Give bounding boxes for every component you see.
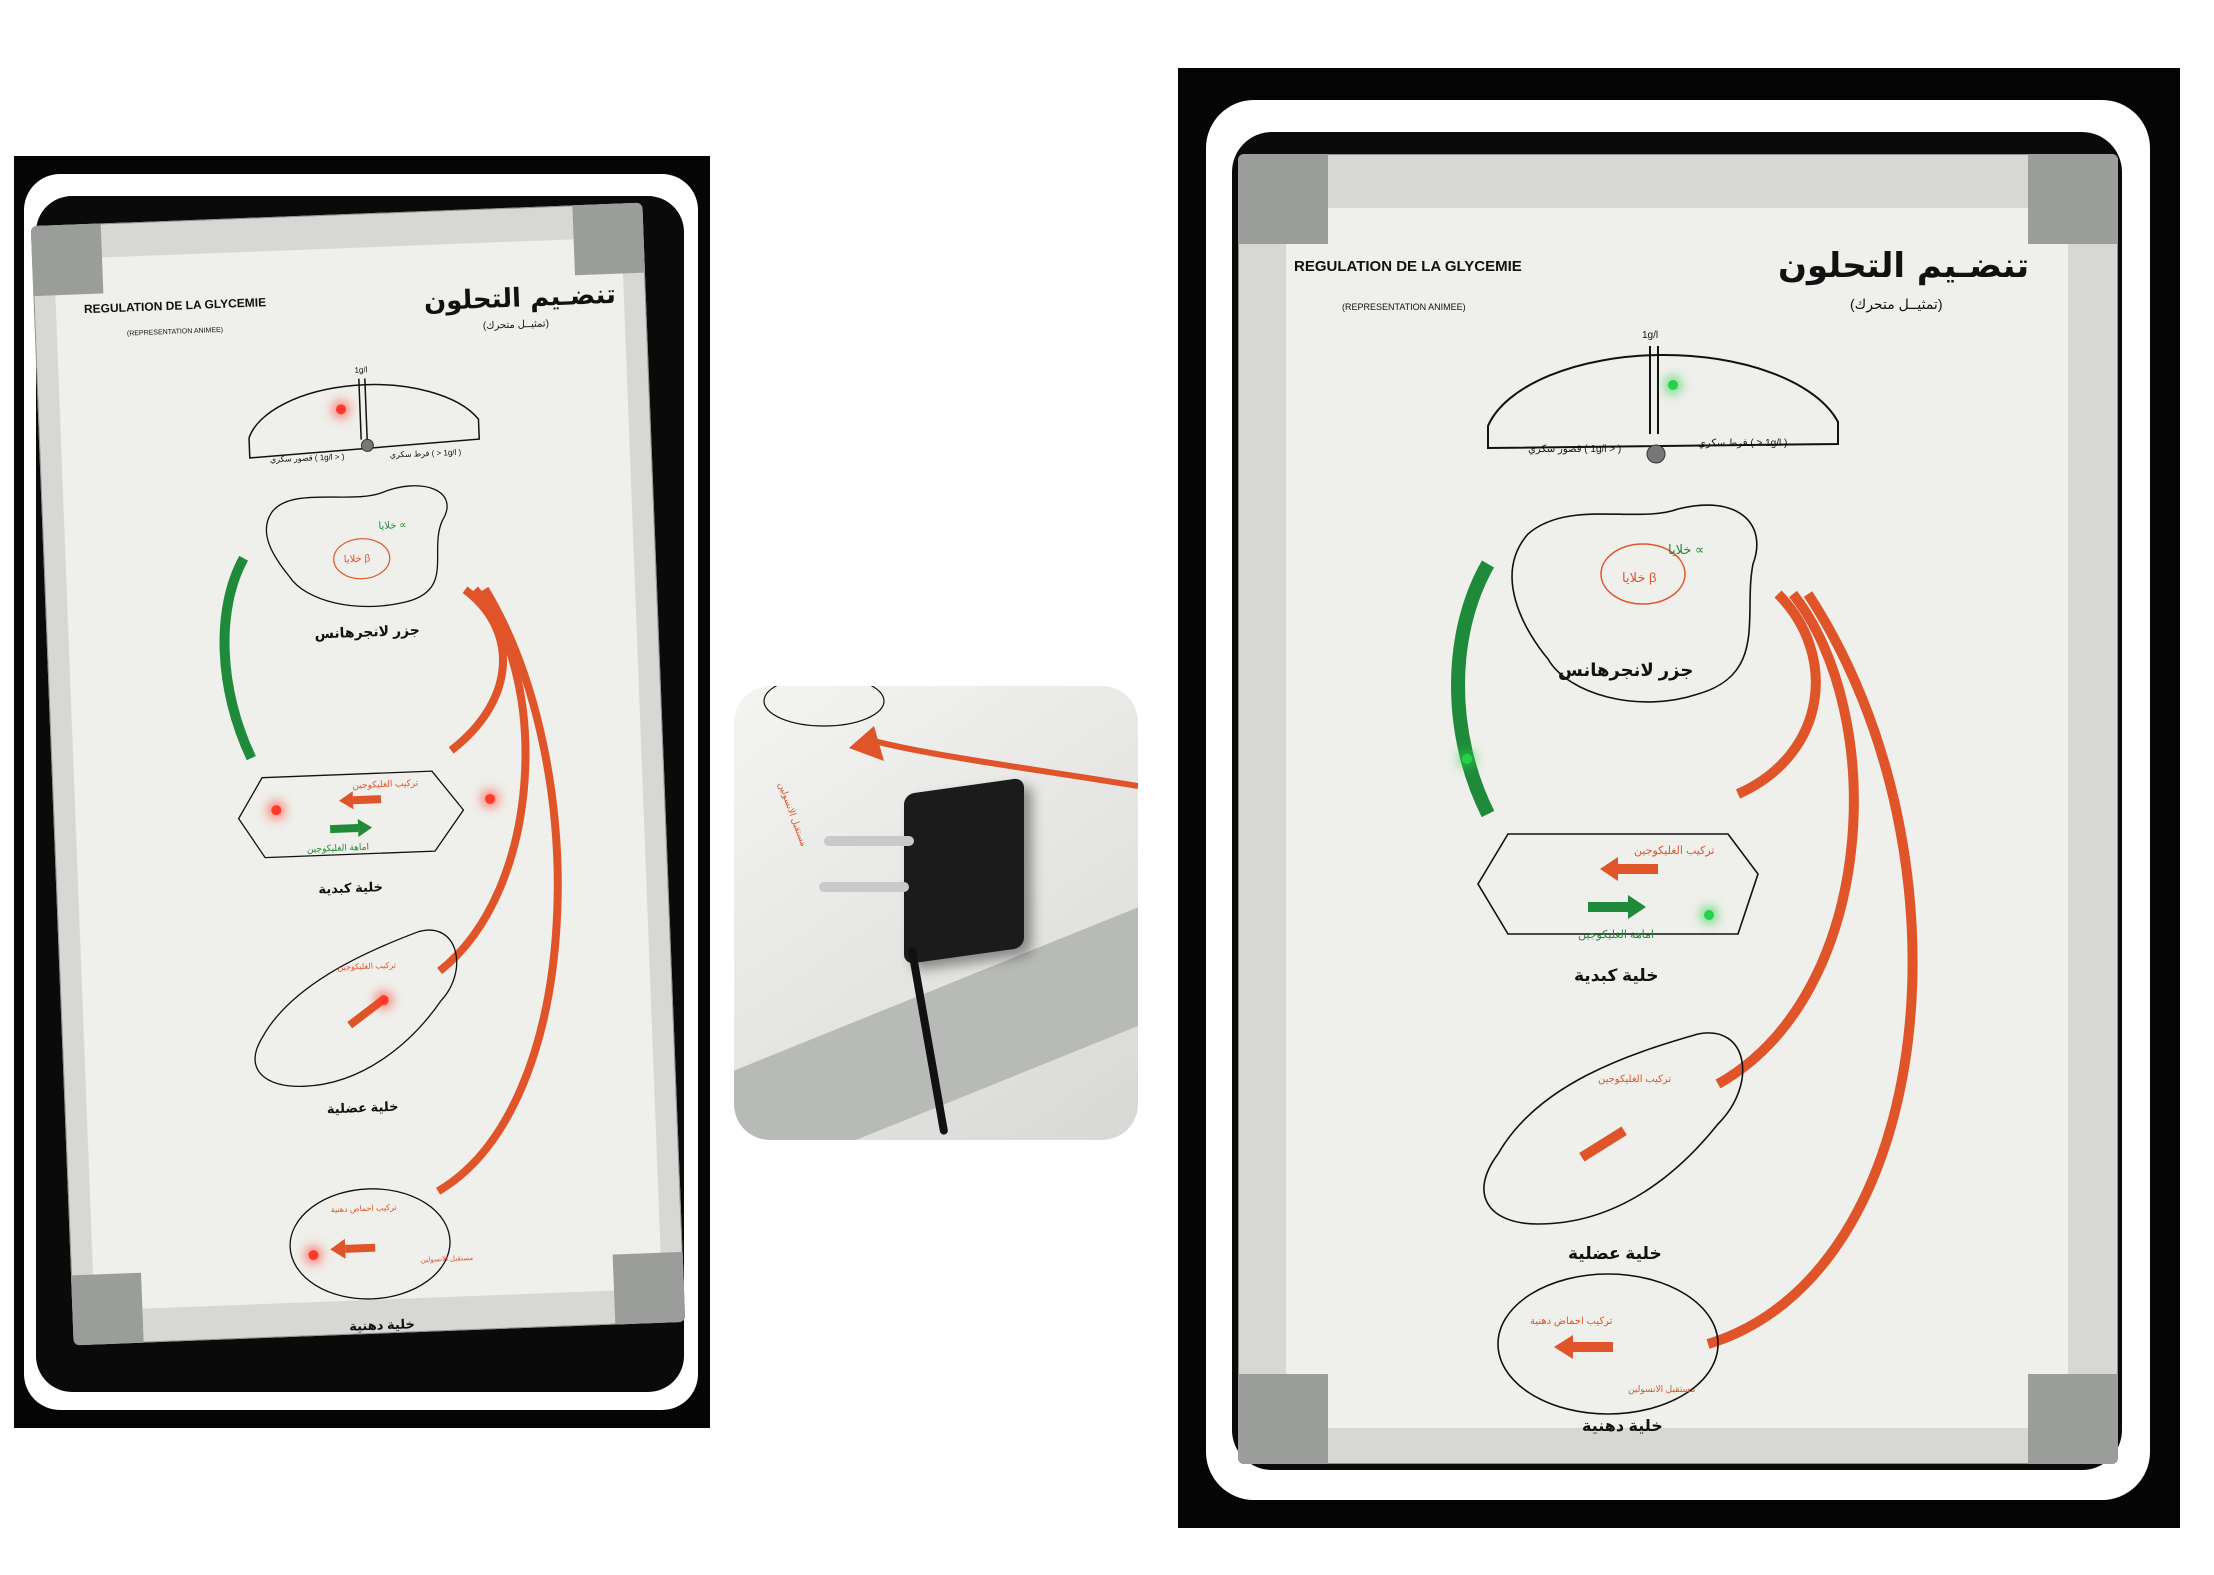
right-board: REGULATION DE LA GLYCEMIE (REPRESENTATIO… [1238, 154, 2118, 1464]
glucagon-arrow [219, 555, 256, 761]
muscle-cell-label: خلية عضلية [1568, 1244, 1662, 1263]
lipid-synthesis-label: تركيب احماض دهنية [1530, 1316, 1613, 1327]
beta-cells-label: خلايا β [343, 553, 371, 566]
gauge-knob [360, 438, 374, 452]
liver-cell-label: خلية كبدية [318, 879, 384, 897]
board-corner-icon [2028, 1374, 2118, 1464]
board-title-fr: REGULATION DE LA GLYCEMIE [1294, 258, 1522, 275]
beta-cell-outline [333, 538, 391, 580]
alpha-cells-label: خلايا ∝ [378, 519, 407, 533]
alpha-cells-label: خلايا ∝ [1668, 542, 1705, 557]
normal-label: 1g/l [354, 365, 368, 375]
muscle-cell-outline [254, 929, 458, 1087]
muscle-synthesis-label: تركيب الغليكوجين [1598, 1074, 1672, 1085]
glycogen-breakdown-label: اماهة الغليكوجين [1578, 929, 1654, 941]
left-board: REGULATION DE LA GLYCEMIE (REPRESENTATIO… [30, 202, 686, 1346]
hypoglycemia-label: قصور سكري ( 1g/l > ) [1528, 444, 1622, 455]
adapter-diagram [763, 686, 1138, 789]
plug-prong-1 [824, 836, 914, 846]
board-corner-icon [1238, 154, 1328, 244]
insulin-receptor-label: مستقبل الانسولين [1628, 1384, 1696, 1394]
glycogen-synthesis-label: تركيب الغليكوجين [1634, 845, 1715, 857]
board-title-ar: تنضـيم التحلون [1778, 246, 2030, 286]
islet-cell-outline [265, 485, 448, 608]
normal-label: 1g/l [1642, 330, 1659, 341]
beta-cells-label: خلايا β [1622, 570, 1657, 585]
liver-cell-label: خلية كبدية [1574, 966, 1659, 985]
adapter-photo: مستقبل الانسولين [734, 686, 1138, 1140]
glycemia-gauge [248, 383, 481, 459]
liver-led [1704, 910, 1714, 920]
hyperglycemia-label: فرط سكري ( > 1g/l ) [1698, 438, 1788, 449]
glucagon-arrow-led [1462, 754, 1472, 764]
liver-cell-outline [237, 770, 465, 859]
fat-cell-label: خلية دهنية [1582, 1418, 1663, 1435]
left-diagram [219, 378, 562, 1300]
gauge-needle [358, 378, 362, 440]
board-subtitle-fr: (REPRESENTATION ANIMEE) [1342, 302, 1466, 312]
gauge-led [1668, 380, 1678, 390]
power-adapter-icon [904, 777, 1024, 965]
insulin-arrow-fat [436, 586, 562, 1195]
board-corner-icon [2028, 154, 2118, 244]
board-corner-icon [1238, 1374, 1328, 1464]
plug-prong-2 [819, 882, 909, 892]
fat-cell-label: خلية دهنية [348, 1316, 416, 1334]
fat-cell-outline [289, 1188, 451, 1300]
board-subtitle-ar: (تمثيــل متحرك) [1850, 296, 1943, 312]
insulin-arrow-muscle [437, 586, 530, 975]
insulin-arrow-liver [448, 586, 507, 754]
right-diagram [1451, 346, 1918, 1415]
muscle-cell-label: خلية عضلية [326, 1098, 399, 1117]
islet-label: جزر لانجرهانس [1558, 660, 1694, 680]
